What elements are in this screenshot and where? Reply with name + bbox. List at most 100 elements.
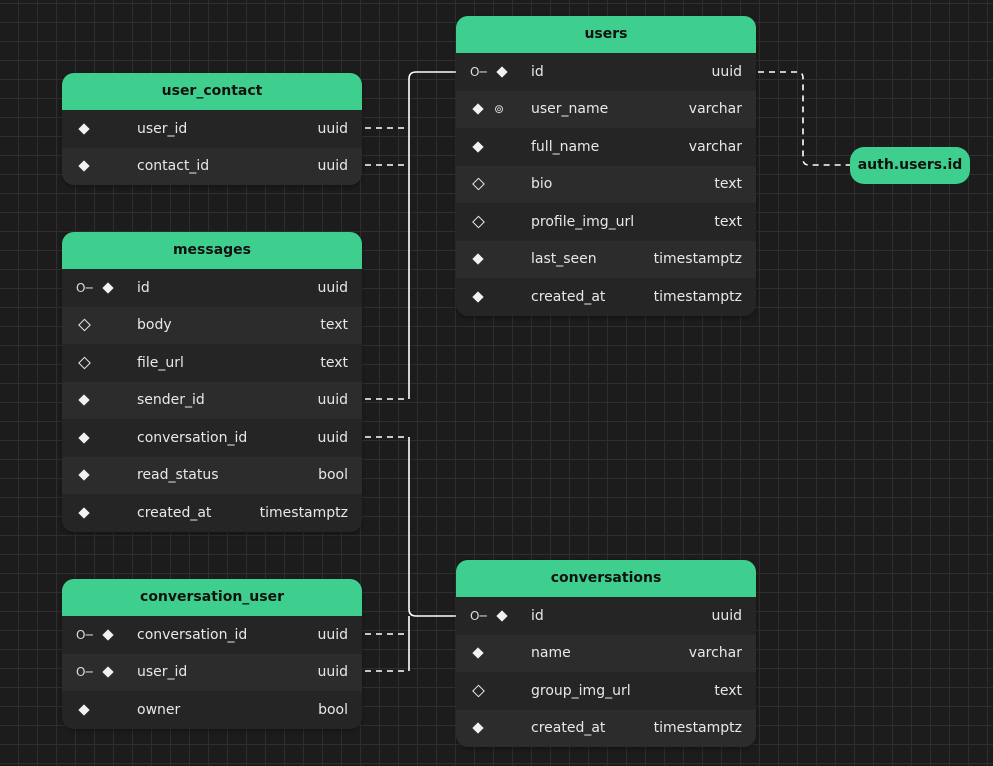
column-row-read-status[interactable]: read_status bool (62, 456, 362, 494)
non-nullable-icon (472, 291, 484, 303)
nullable-icon (472, 177, 485, 191)
column-row-body[interactable]: body text (62, 306, 362, 344)
table-user-contact[interactable]: user_contact user_id uuid contact_id uui… (62, 73, 362, 185)
table-title: users (456, 16, 756, 53)
column-row-created-at[interactable]: created_at timestamptz (456, 709, 756, 747)
column-row-owner[interactable]: owner bool (62, 691, 362, 729)
external-reference-auth-users-id[interactable]: auth.users.id (850, 147, 970, 184)
nullable-icon (78, 318, 91, 332)
column-name: full_name (531, 138, 600, 155)
column-type: uuid (317, 626, 348, 643)
column-name: created_at (531, 288, 606, 305)
non-nullable-icon (472, 647, 484, 659)
non-nullable-icon (102, 629, 114, 641)
nullable-icon (472, 215, 485, 229)
table-title: user_contact (62, 73, 362, 110)
column-row-bio[interactable]: bio text (456, 165, 756, 203)
table-conversations[interactable]: conversations O─ id uuid name varchar gr… (456, 560, 756, 747)
column-type: text (714, 682, 742, 699)
column-name: file_url (137, 354, 184, 371)
column-name: profile_img_url (531, 213, 635, 230)
column-row-profile-img-url[interactable]: profile_img_url text (456, 203, 756, 241)
column-row-id[interactable]: O─ id uuid (456, 597, 756, 635)
column-type: uuid (317, 120, 348, 137)
non-nullable-icon (78, 507, 90, 519)
column-row-sender-id[interactable]: sender_id uuid (62, 381, 362, 419)
link-users-auth (758, 71, 850, 166)
column-name: user_id (137, 664, 188, 681)
key-icon: O─ (76, 665, 93, 680)
nullable-icon (78, 356, 91, 370)
column-name: body (137, 317, 172, 334)
column-type: text (320, 317, 348, 334)
column-type: timestamptz (653, 251, 742, 268)
column-row-file-url[interactable]: file_url text (62, 344, 362, 382)
column-type: uuid (317, 392, 348, 409)
non-nullable-icon (102, 282, 114, 294)
non-nullable-icon (496, 610, 508, 622)
link-conversations-trunk (408, 437, 457, 671)
column-type: text (714, 176, 742, 193)
column-row-name[interactable]: name varchar (456, 634, 756, 672)
column-name: id (137, 279, 150, 296)
key-icon: O─ (470, 608, 487, 623)
column-row-last-seen[interactable]: last_seen timestamptz (456, 240, 756, 278)
column-name: created_at (137, 504, 212, 521)
column-type: varchar (688, 101, 742, 118)
link-users-trunk (408, 71, 457, 399)
column-type: timestamptz (259, 504, 348, 521)
column-type: uuid (711, 63, 742, 80)
column-row-conversation-id[interactable]: conversation_id uuid (62, 419, 362, 457)
key-icon: O─ (76, 280, 93, 295)
column-type: uuid (317, 279, 348, 296)
column-row-id[interactable]: O─ id uuid (456, 53, 756, 91)
non-nullable-icon (78, 469, 90, 481)
column-row-id[interactable]: O─ id uuid (62, 269, 362, 307)
column-row-user-name[interactable]: ⊚ user_name varchar (456, 90, 756, 128)
column-name: owner (137, 701, 181, 718)
column-name: conversation_id (137, 429, 248, 446)
table-users[interactable]: users O─ id uuid ⊚ user_name varchar ful… (456, 16, 756, 316)
column-name: user_id (137, 120, 188, 137)
column-name: name (531, 645, 571, 662)
non-nullable-icon (496, 66, 508, 78)
table-conversation-user[interactable]: conversation_user O─ conversation_id uui… (62, 579, 362, 729)
non-nullable-icon (78, 394, 90, 406)
column-row-contact-id[interactable]: contact_id uuid (62, 147, 362, 185)
table-title: messages (62, 232, 362, 269)
column-type: uuid (317, 158, 348, 175)
non-nullable-icon (472, 141, 484, 153)
non-nullable-icon (102, 666, 114, 678)
column-name: bio (531, 176, 553, 193)
column-type: text (714, 213, 742, 230)
column-type: text (320, 354, 348, 371)
table-title: conversation_user (62, 579, 362, 616)
column-row-conversation-id[interactable]: O─ conversation_id uuid (62, 616, 362, 654)
column-type: uuid (317, 429, 348, 446)
column-name: user_name (531, 101, 609, 118)
column-name: sender_id (137, 392, 205, 409)
column-row-group-img-url[interactable]: group_img_url text (456, 672, 756, 710)
column-name: id (531, 63, 544, 80)
table-messages[interactable]: messages O─ id uuid body text file_url t… (62, 232, 362, 532)
non-nullable-icon (472, 253, 484, 265)
column-row-created-at[interactable]: created_at timestamptz (62, 494, 362, 532)
table-title: conversations (456, 560, 756, 597)
column-row-user-id[interactable]: user_id uuid (62, 110, 362, 148)
column-type: bool (318, 467, 348, 484)
column-row-full-name[interactable]: full_name varchar (456, 128, 756, 166)
non-nullable-icon (472, 722, 484, 734)
column-name: group_img_url (531, 682, 631, 699)
column-name: created_at (531, 720, 606, 737)
non-nullable-icon (78, 160, 90, 172)
non-nullable-icon (78, 704, 90, 716)
key-icon: O─ (470, 64, 487, 79)
column-type: uuid (711, 607, 742, 624)
column-row-created-at[interactable]: created_at timestamptz (456, 278, 756, 316)
key-icon: O─ (76, 627, 93, 642)
column-type: timestamptz (653, 288, 742, 305)
column-row-user-id[interactable]: O─ user_id uuid (62, 653, 362, 691)
non-nullable-icon (472, 103, 484, 115)
column-name: id (531, 607, 544, 624)
